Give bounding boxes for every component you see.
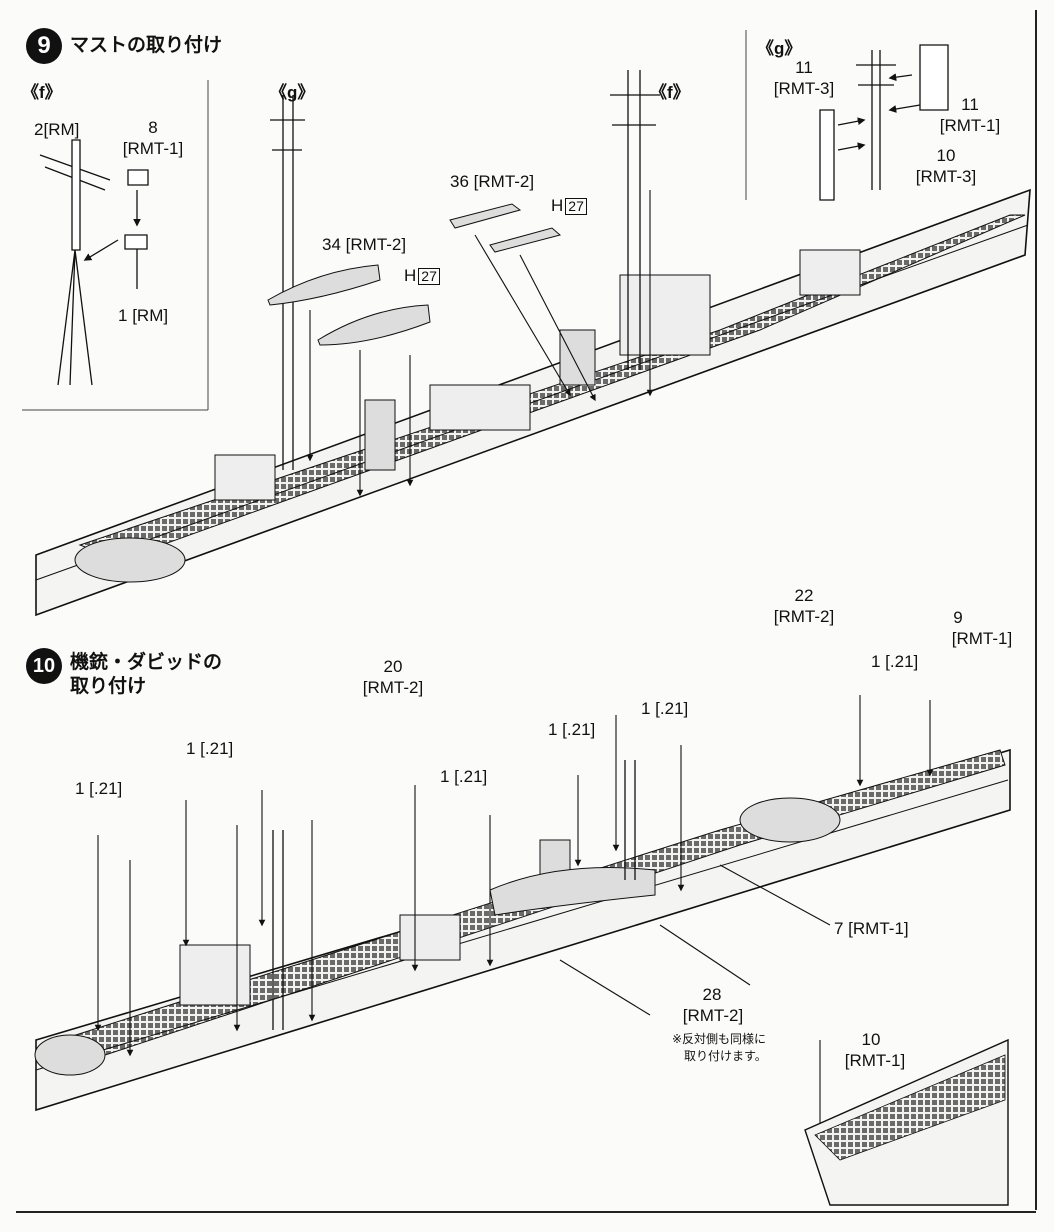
callout-gun-left: 1 [.21] [75,779,123,798]
callout-g-label: 《g》 [270,83,315,102]
note-line-2: 取り付けます。 [684,1049,767,1063]
callout-davit-20-num: 20 [383,657,403,676]
ship-hull-step9 [35,70,1031,617]
callout-davit-20-code: [RMT-2] [362,678,424,697]
callout-part-10-num: 10 [861,1030,881,1049]
callout-part-9-code: [RMT-1] [951,629,1013,648]
callout-gun-mid-left: 1 [.21] [186,739,234,758]
step-10-number: 10 [32,655,56,677]
inset-g-mast-drawing [819,44,949,201]
callout-gun-center: 1 [.21] [440,767,488,786]
note-line-1: ※反対側も同様に [672,1032,767,1046]
inset-g-part-10-rmt3-code: [RMT-3] [915,167,977,186]
step-9-number-badge: 9 [26,28,62,64]
inset-g-part-11-rmt1: 11 [961,95,979,114]
callout-part-7: 7 [RMT-1] [834,919,909,938]
step-10-title-line1: 機銃・ダビッドの [70,651,223,673]
callout-part-10-code: [RMT-1] [844,1051,906,1070]
inset-f-label: 《f》 [22,83,62,102]
ship-hull-step10 [34,695,1011,1206]
callout-f-label: 《f》 [650,83,690,102]
callout-davit-22-num: 22 [794,586,814,605]
callout-boat-36: 36 [RMT-2] [450,172,535,191]
step-9-number: 9 [37,32,51,59]
inset-f-part-1rm: 1 [RM] [118,306,169,325]
step-9-title: マストの取り付け [70,34,223,56]
inset-g-part-11-rmt1-code: [RMT-1] [939,116,1001,135]
callout-boat-34: 34 [RMT-2] [322,235,407,254]
step-10-title-line2: 取り付け [70,675,147,697]
step-10-number-badge: 10 [26,648,62,684]
inset-f-part-8-code: [RMT-1] [122,139,184,158]
callout-gun-boat-a: 1 [.21] [548,720,596,739]
callout-part-28-code: [RMT-2] [682,1006,744,1025]
inset-f-part-2rm: 2[RM] [34,120,80,139]
inset-g-part-11-rmt3: 11 [795,58,813,77]
inset-g-part-10-rmt3: 10 [936,146,956,165]
inset-f-mast-drawing [39,139,149,386]
inset-g-label: 《g》 [757,39,802,58]
callout-gun-boat-b: 1 [.21] [641,699,689,718]
callout-davit-22-code: [RMT-2] [773,607,835,626]
callout-part-9-num: 9 [953,608,963,627]
inset-f-part-8: 8 [148,118,158,137]
callout-gun-right: 1 [.21] [871,652,919,671]
callout-part-28-num: 28 [702,985,722,1004]
inset-g-part-11-rmt3-code: [RMT-3] [773,79,835,98]
